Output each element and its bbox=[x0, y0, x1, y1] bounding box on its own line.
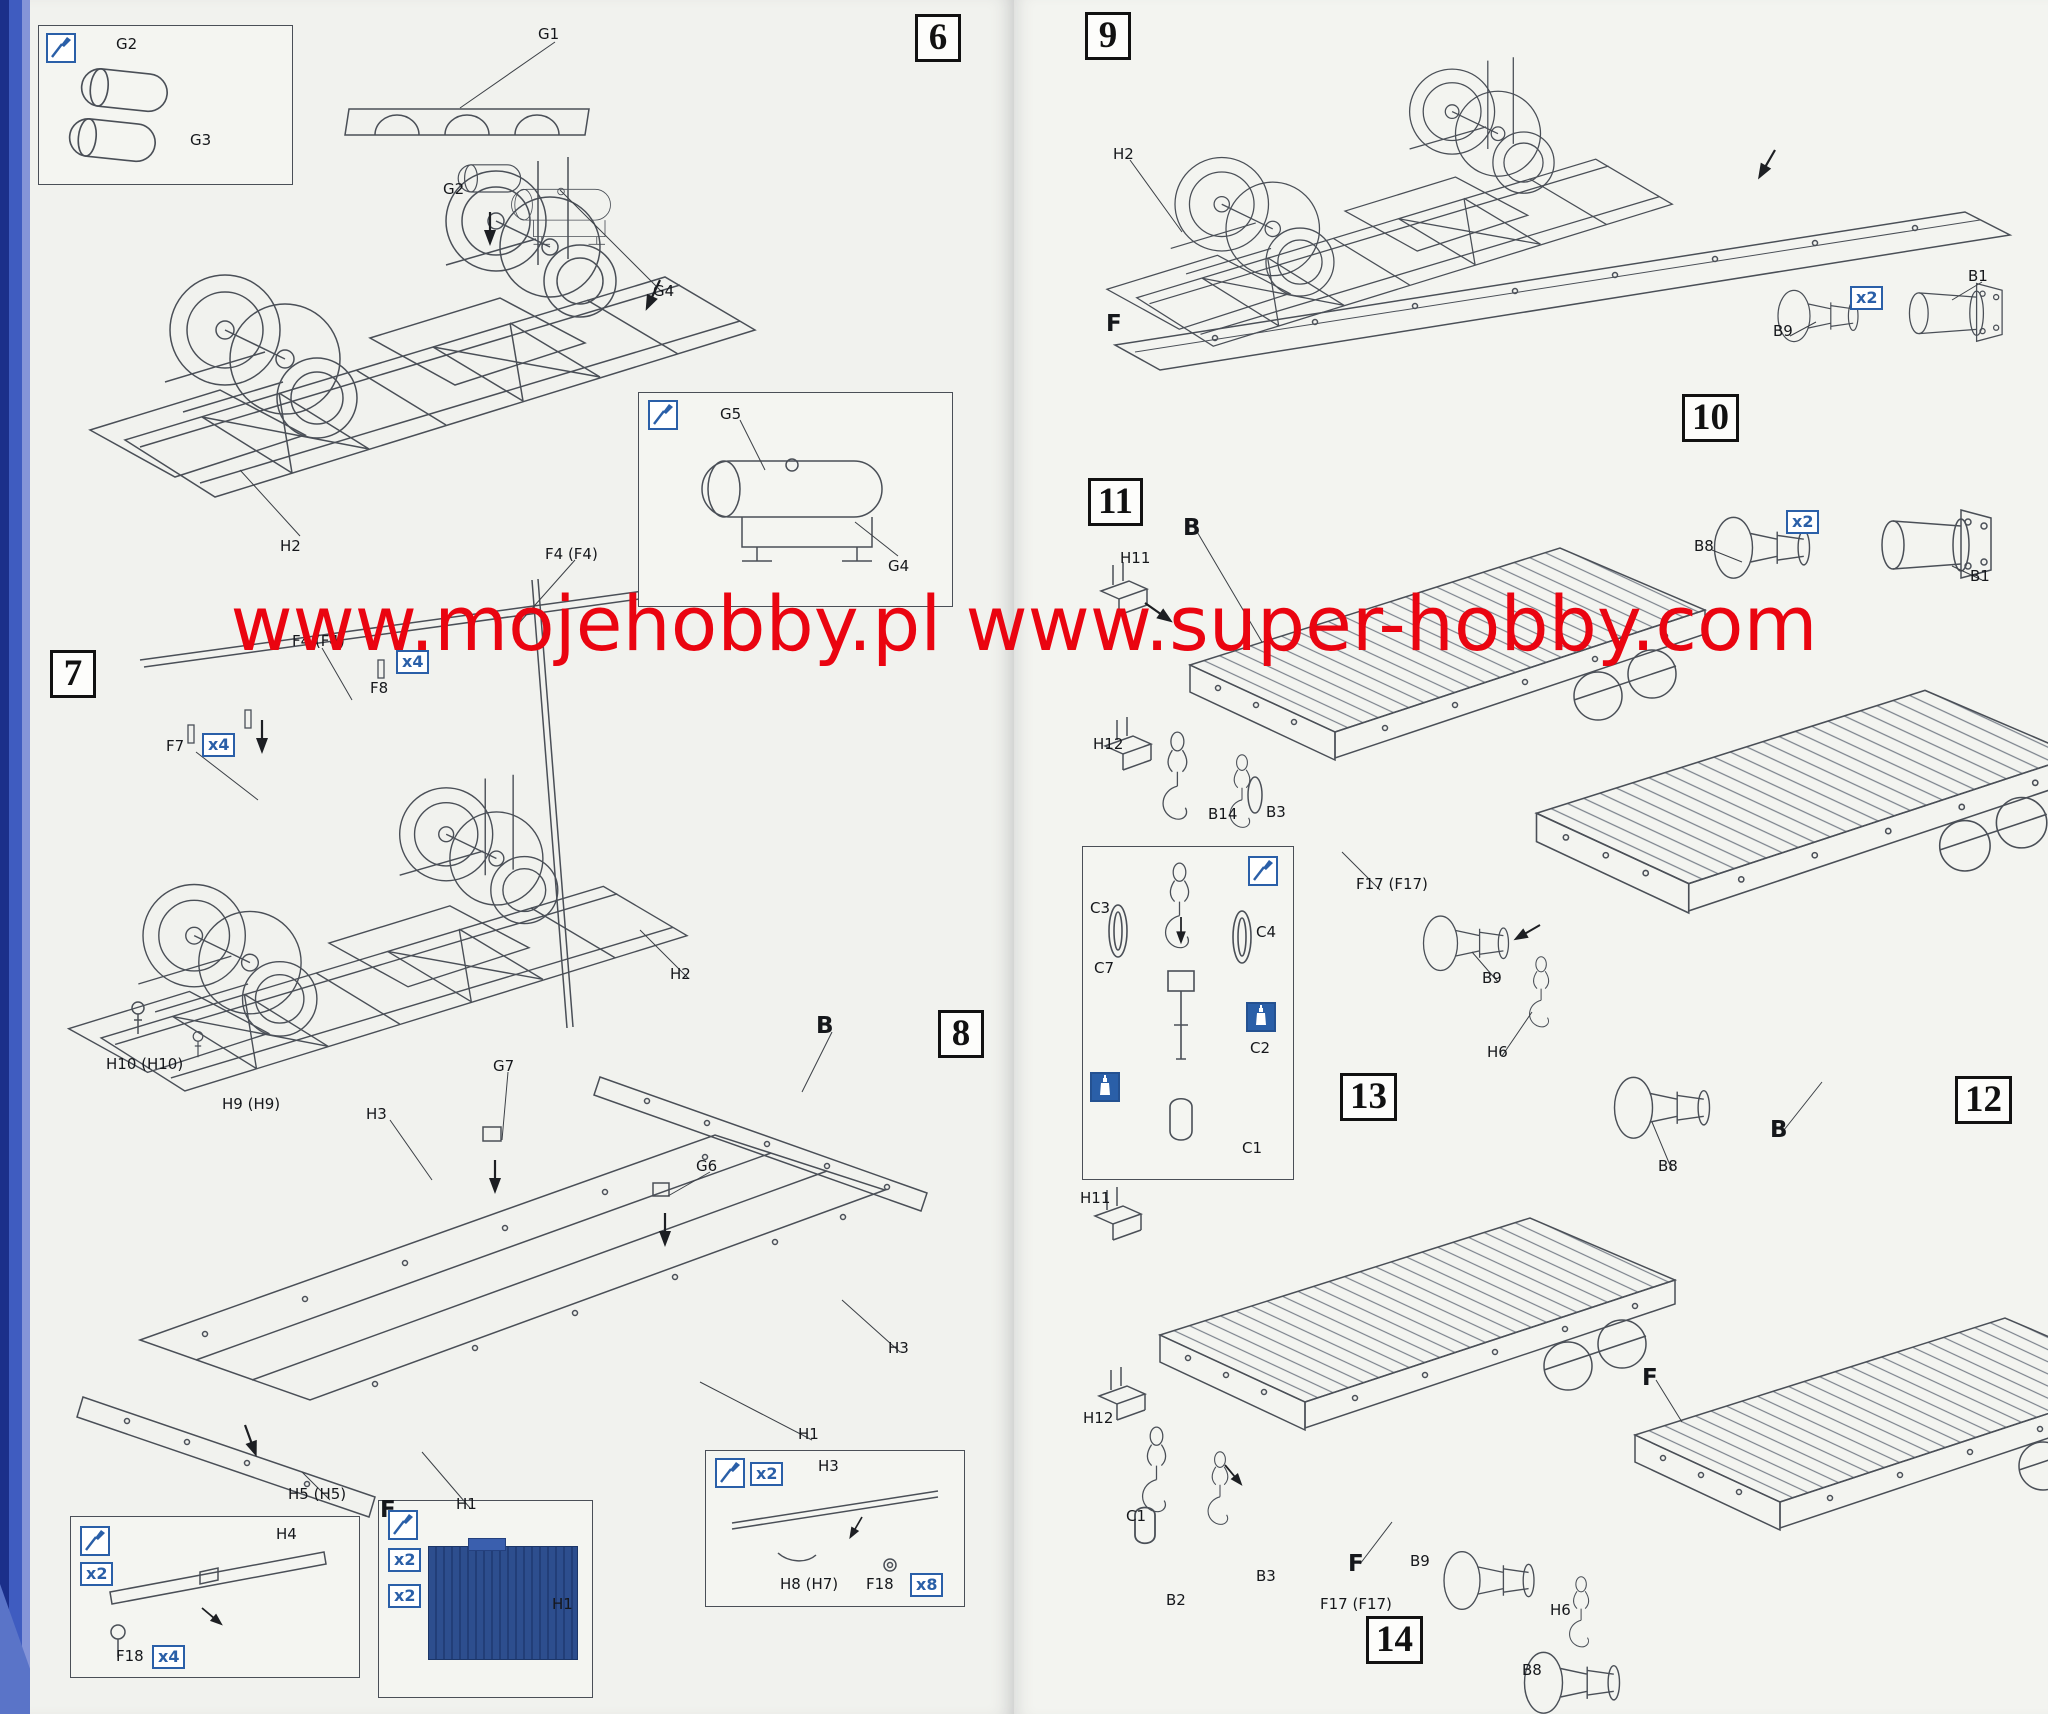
part-label-b14: B14 bbox=[1208, 805, 1238, 823]
step14-illustration bbox=[1443, 1317, 2048, 1714]
part-label-b9: B9 bbox=[1773, 322, 1793, 340]
part-label-h6: H6 bbox=[1487, 1043, 1508, 1061]
part-label-h1: H1 bbox=[552, 1595, 573, 1613]
step-number-10: 10 bbox=[1682, 394, 1739, 442]
part-label-h3: H3 bbox=[366, 1105, 387, 1123]
part-label-g5: G5 bbox=[720, 405, 742, 423]
part-label-g4: G4 bbox=[888, 557, 910, 575]
part-label-b8: B8 bbox=[1658, 1157, 1678, 1175]
part-label-f18: F18 bbox=[116, 1647, 144, 1665]
part-label-h4: H4 bbox=[276, 1525, 297, 1543]
painted-deck-panel bbox=[428, 1546, 578, 1660]
part-label-g7: G7 bbox=[493, 1057, 515, 1075]
part-label-h2: H2 bbox=[280, 537, 301, 555]
quantity-badge: x4 bbox=[152, 1645, 186, 1669]
quantity-badge: x2 bbox=[388, 1548, 422, 1572]
step-number-7: 7 bbox=[50, 650, 96, 698]
inset-g2-g3-illustration bbox=[66, 66, 170, 165]
quantity-badge: x2 bbox=[80, 1562, 114, 1586]
part-label-h1: H1 bbox=[798, 1425, 819, 1443]
part-label-f: F bbox=[1106, 311, 1122, 337]
part-label-f: F bbox=[1642, 1365, 1658, 1391]
part-label-b1: B1 bbox=[1970, 567, 1990, 585]
part-label-c1: C1 bbox=[1126, 1507, 1147, 1525]
part-label-h8: H8 (H7) bbox=[780, 1575, 839, 1593]
part-label-h12: H12 bbox=[1083, 1409, 1114, 1427]
part-label-g3: G3 bbox=[190, 131, 212, 149]
quantity-badge: x2 bbox=[388, 1584, 422, 1608]
part-label-c2: C2 bbox=[1250, 1039, 1271, 1057]
part-label-h2: H2 bbox=[670, 965, 691, 983]
quantity-badge: x2 bbox=[1850, 286, 1884, 310]
glue-icon bbox=[1090, 1072, 1120, 1102]
part-label-h3: H3 bbox=[818, 1457, 839, 1475]
part-label-f: F bbox=[380, 1497, 396, 1523]
page-edge-strip bbox=[0, 0, 30, 1714]
part-label-f18: F18 bbox=[866, 1575, 894, 1593]
part-label-h11: H11 bbox=[1080, 1189, 1111, 1207]
part-label-b8: B8 bbox=[1694, 537, 1714, 555]
part-label-h6: H6 bbox=[1550, 1601, 1571, 1619]
part-label-f7: F7 bbox=[166, 737, 185, 755]
step-number-11: 11 bbox=[1088, 478, 1143, 526]
paint-reference-tag bbox=[468, 1538, 506, 1551]
paint-brush-icon bbox=[1248, 856, 1278, 886]
step12-illustration bbox=[1422, 689, 2048, 1139]
part-label-h2: H2 bbox=[1113, 145, 1134, 163]
paint-brush-icon bbox=[46, 33, 76, 63]
part-label-c1: C1 bbox=[1242, 1139, 1263, 1157]
paint-brush-icon bbox=[648, 400, 678, 430]
quantity-badge: x4 bbox=[202, 733, 236, 757]
step8-illustration bbox=[76, 1076, 928, 1518]
part-label-c3: C3 bbox=[1090, 899, 1111, 917]
part-label-c7: C7 bbox=[1094, 959, 1115, 977]
part-label-b: B bbox=[1770, 1117, 1788, 1143]
part-label-c4: C4 bbox=[1256, 923, 1277, 941]
part-label-g2: G2 bbox=[443, 180, 465, 198]
part-label-f8: F8 bbox=[370, 679, 389, 697]
quantity-badge: x2 bbox=[750, 1462, 784, 1486]
step-number-8: 8 bbox=[938, 1010, 984, 1058]
watermark-text: www.mojehobby.pl www.super-hobby.com bbox=[230, 579, 1818, 668]
paint-brush-icon bbox=[80, 1526, 110, 1556]
part-label-h11: H11 bbox=[1120, 549, 1151, 567]
part-label-b: B bbox=[816, 1013, 834, 1039]
step-number-12: 12 bbox=[1955, 1076, 2012, 1124]
part-label-g2: G2 bbox=[116, 35, 138, 53]
part-label-b: B bbox=[1183, 515, 1201, 541]
part-label-h5: H5 (H5) bbox=[288, 1485, 347, 1503]
part-label-h12: H12 bbox=[1093, 735, 1124, 753]
part-label-f17: F17 (F17) bbox=[1320, 1595, 1392, 1613]
step9-buffer-parts bbox=[1777, 282, 2003, 343]
part-label-h9: H9 (H9) bbox=[222, 1095, 281, 1113]
part-label-g1: G1 bbox=[538, 25, 560, 43]
part-label-h1: H1 bbox=[456, 1495, 477, 1513]
part-label-b9: B9 bbox=[1482, 969, 1502, 987]
glue-icon bbox=[1246, 1002, 1276, 1032]
part-label-b9: B9 bbox=[1410, 1552, 1430, 1570]
step-number-13: 13 bbox=[1340, 1073, 1397, 1121]
part-label-g6: G6 bbox=[696, 1157, 718, 1175]
step-number-6: 6 bbox=[915, 14, 961, 62]
part-label-f17: F17 (F17) bbox=[1356, 875, 1428, 893]
part-label-b1: B1 bbox=[1968, 267, 1988, 285]
part-label-f: F bbox=[1348, 1551, 1364, 1577]
quantity-badge: x8 bbox=[910, 1573, 944, 1597]
part-label-b3: B3 bbox=[1266, 803, 1286, 821]
quantity-badge: x2 bbox=[1786, 510, 1820, 534]
step-number-9: 9 bbox=[1085, 12, 1131, 60]
part-label-h10: H10 (H10) bbox=[106, 1055, 184, 1073]
paint-brush-icon bbox=[715, 1458, 745, 1488]
part-label-g4: G4 bbox=[653, 282, 675, 300]
step-number-14: 14 bbox=[1366, 1616, 1423, 1664]
part-label-h3: H3 bbox=[888, 1339, 909, 1357]
part-label-b3: B3 bbox=[1256, 1567, 1276, 1585]
part-label-b8: B8 bbox=[1522, 1661, 1542, 1679]
part-label-b2: B2 bbox=[1166, 1591, 1186, 1609]
part-label-f4: F4 (F4) bbox=[545, 545, 598, 563]
